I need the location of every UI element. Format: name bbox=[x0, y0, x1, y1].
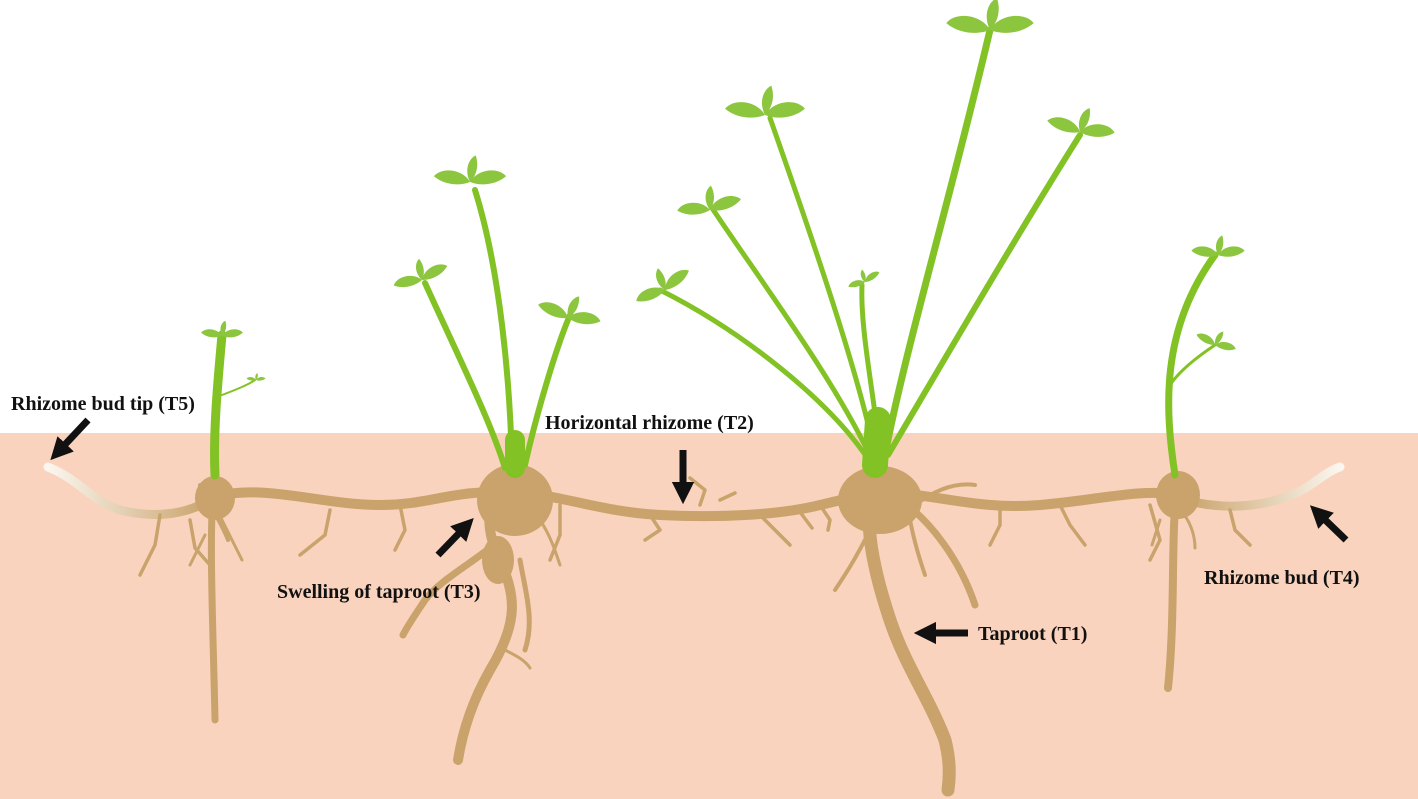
rhizome-bud-t4 bbox=[1180, 462, 1345, 511]
label-rhizome-bud: Rhizome bud (T4) bbox=[1204, 567, 1360, 589]
label-horizontal-rhizome: Horizontal rhizome (T2) bbox=[545, 412, 754, 434]
label-rhizome-bud-tip: Rhizome bud tip (T5) bbox=[11, 393, 195, 415]
label-swelling-of-taproot: Swelling of taproot (T3) bbox=[277, 581, 481, 603]
rhizome-bud-tip-t5 bbox=[43, 462, 215, 520]
label-taproot: Taproot (T1) bbox=[978, 623, 1088, 645]
pointer-arrows bbox=[50, 417, 1349, 645]
arrow-t4 bbox=[1309, 505, 1349, 543]
root-crowns bbox=[195, 464, 1200, 584]
arrow-t3 bbox=[435, 517, 474, 558]
shoots bbox=[210, 26, 1219, 480]
horizontal-rhizome-t2 bbox=[205, 486, 1185, 522]
arrow-t5 bbox=[50, 417, 91, 461]
